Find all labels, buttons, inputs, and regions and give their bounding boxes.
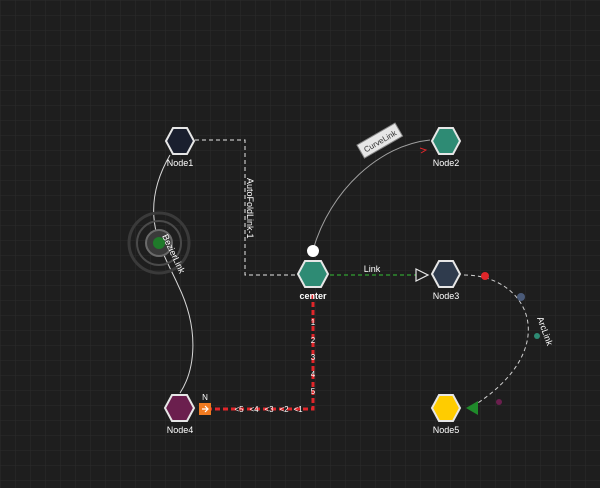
node-node5[interactable]: Node5 [430,394,462,435]
curve-handle[interactable] [307,245,319,257]
horizontal-marker-5: <5 [234,405,244,414]
horizontal-marker-2: <2 [279,405,289,414]
node-node3-shape[interactable] [430,260,462,288]
edge-bezier[interactable] [153,154,194,394]
edge-red-path[interactable] [205,294,315,411]
node-node4-shape[interactable] [163,394,196,422]
bezier-control-handle[interactable] [127,211,191,275]
node-center-shape[interactable] [296,260,330,288]
arc-start-port[interactable] [481,272,489,280]
horizontal-marker-4: <4 [249,405,259,414]
vertical-marker-5: 5 [311,387,316,396]
arc-control-point-3[interactable] [496,399,502,405]
edge-label-autofold: AutoFoldLink-1 [245,178,255,239]
vertical-marker-4: 4 [311,370,316,379]
horizontal-marker-3: <3 [264,405,274,414]
vertical-marker-3: 3 [311,353,316,362]
node-node4-label: Node4 [167,425,194,435]
node-node2-shape[interactable] [430,127,462,155]
node-node5-shape[interactable] [430,394,462,422]
horizontal-marker-1: <1 [293,405,303,414]
port-n-label: N [202,393,208,402]
node-node2-label: Node2 [433,158,460,168]
node-node1[interactable]: Node1 [164,127,196,168]
link-arrow-icon [415,268,430,282]
vertical-marker-1: 1 [311,318,316,327]
node-node3-label: Node3 [433,291,460,301]
node-center-label: center [299,291,327,301]
vertical-marker-2: 2 [311,336,316,345]
node-node4[interactable]: Node4 [163,394,196,435]
edge-label-link: Link [364,264,381,274]
port-arrow-icon [202,405,209,413]
edge-curve[interactable] [312,139,431,251]
node-node5-label: Node5 [433,425,460,435]
node-node1-label: Node1 [167,158,194,168]
node-node3[interactable]: Node3 [430,260,462,301]
arc-control-point-1[interactable] [517,293,525,301]
node-node2[interactable]: Node2 [430,127,462,168]
arc-arrow-icon [466,401,478,415]
node-center[interactable]: center [296,260,330,301]
edge-autofold[interactable] [195,139,298,276]
arc-control-point-2[interactable] [534,333,540,339]
curve-arrow-icon [419,147,428,154]
node-node1-shape[interactable] [164,127,196,155]
